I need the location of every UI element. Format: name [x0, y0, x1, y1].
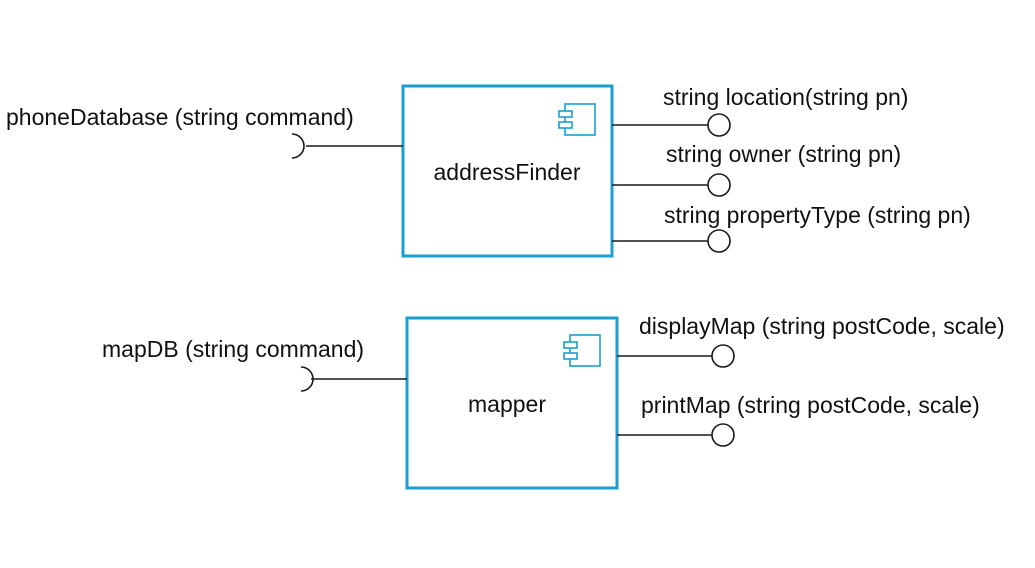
provided-interface-lollipop — [711, 344, 735, 368]
component-address-finder: addressFinder phoneDatabase (string comm… — [6, 84, 971, 258]
component-name: addressFinder — [433, 159, 580, 185]
mapper-box — [405, 316, 619, 490]
component-icon — [558, 103, 596, 136]
provided-interface-label: printMap (string postCode, scale) — [641, 392, 980, 418]
provided-interface-label: string owner (string pn) — [666, 141, 901, 167]
component-icon — [563, 334, 601, 367]
component-name: mapper — [468, 391, 546, 417]
provided-interface-lollipop — [711, 423, 735, 447]
provided-interface-lollipop — [707, 173, 731, 197]
provided-interface-lollipop — [707, 113, 731, 137]
required-interface-socket — [300, 366, 314, 392]
required-interface-socket — [291, 133, 305, 159]
provided-interface-label: string location(string pn) — [663, 84, 908, 110]
required-interface-label: mapDB (string command) — [102, 336, 364, 362]
provided-interface-label: string propertyType (string pn) — [664, 202, 971, 228]
provided-interface-lollipop — [707, 229, 731, 253]
required-interface-label: phoneDatabase (string command) — [6, 104, 354, 130]
component-mapper: mapper mapDB (string command) displayMap… — [102, 313, 1005, 490]
provided-interface-label: displayMap (string postCode, scale) — [639, 313, 1005, 339]
